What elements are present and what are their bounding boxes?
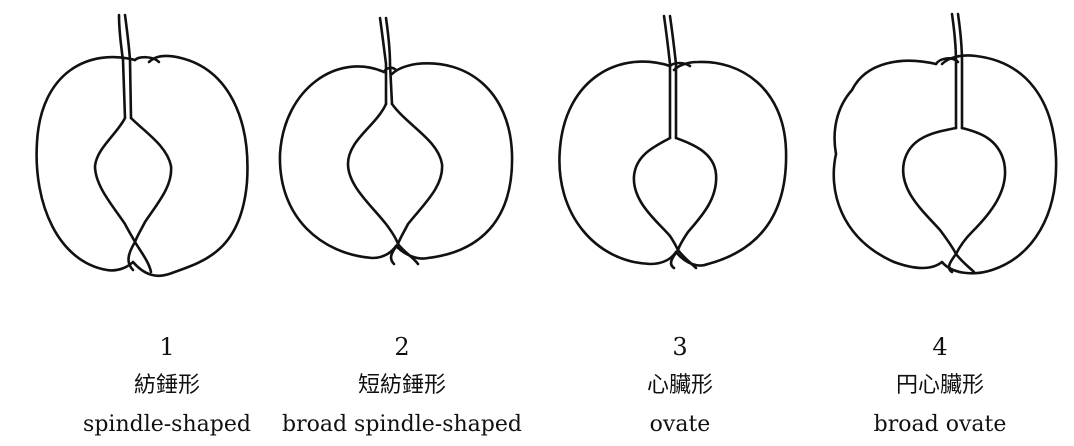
panel-number: 4	[806, 333, 1074, 361]
shape-name-japanese: 心臟形	[546, 372, 814, 400]
shape-name-english: broad spindle-shaped	[268, 411, 536, 439]
shape-name-japanese: 円心臟形	[806, 372, 1074, 400]
stem	[952, 14, 962, 128]
apple-outline	[559, 62, 786, 266]
apple-broad-ovate-drawing	[806, 0, 1074, 320]
core-outline	[95, 118, 171, 242]
stem	[380, 18, 392, 104]
apple-ovate-drawing	[546, 0, 814, 320]
apple-outline	[280, 63, 512, 258]
shape-name-english: ovate	[546, 411, 814, 439]
stem	[664, 16, 676, 138]
shape-name-english: spindle-shaped	[33, 411, 301, 439]
core-outline	[634, 138, 716, 250]
panel-broad-ovate: 4 円心臟形 broad ovate	[806, 0, 1074, 446]
shape-name-english: broad ovate	[806, 411, 1074, 439]
panel-number: 1	[33, 333, 301, 361]
panel-number: 2	[268, 333, 536, 361]
core-outline	[903, 128, 1005, 254]
panel-number: 3	[546, 333, 814, 361]
apple-broad-spindle-drawing	[268, 0, 536, 320]
core-outline	[348, 104, 442, 244]
panel-ovate: 3 心臟形 ovate	[546, 0, 814, 446]
apple-spindle-drawing	[33, 0, 301, 320]
apple-outline	[834, 55, 1056, 273]
stem	[119, 15, 131, 118]
apple-outline	[37, 56, 248, 276]
panel-broad-spindle: 2 短紡錘形 broad spindle-shaped	[268, 0, 536, 446]
shape-name-japanese: 紡錘形	[33, 372, 301, 400]
shape-name-japanese: 短紡錘形	[268, 372, 536, 400]
panel-spindle: 1 紡錘形 spindle-shaped	[33, 0, 301, 446]
